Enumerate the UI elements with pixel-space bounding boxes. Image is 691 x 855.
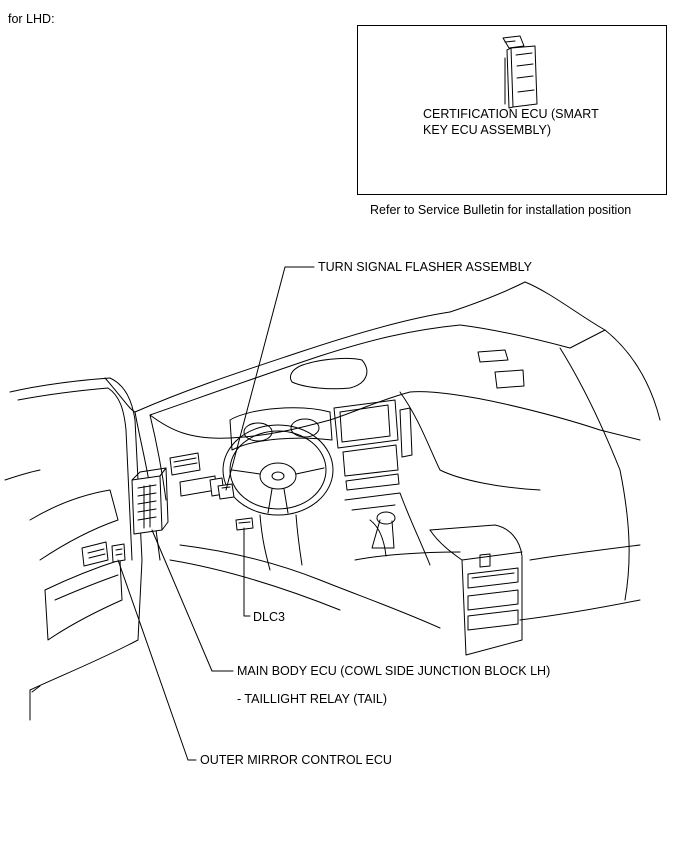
floor-lines	[169, 544, 641, 629]
page-heading: for LHD:	[8, 12, 55, 26]
certification-ecu-inset	[357, 25, 667, 195]
taillight-relay-label: - TAILLIGHT RELAY (TAIL)	[237, 692, 388, 706]
leader-lines	[117, 266, 315, 761]
turn-signal-flasher-label: TURN SIGNAL FLASHER ASSEMBLY	[318, 260, 532, 274]
center-console	[344, 492, 523, 656]
installation-note: Refer to Service Bulletin for installati…	[370, 203, 632, 217]
instrument-cluster	[229, 407, 333, 451]
certification-ecu-label-line1: CERTIFICATION ECU (SMART	[423, 107, 599, 121]
turn-signal-flasher-icon	[217, 483, 235, 500]
outer-mirror-leader	[117, 559, 197, 761]
outer-mirror-ecu-icon	[111, 543, 126, 563]
turn-signal-leader	[225, 266, 315, 491]
door-outline	[4, 377, 143, 721]
dlc3-leader	[243, 527, 251, 617]
certification-ecu-icon	[502, 35, 538, 109]
outer-mirror-ecu-label: OUTER MIRROR CONTROL ECU	[200, 753, 392, 767]
main-body-ecu-icon	[131, 467, 169, 535]
steering-wheel	[222, 424, 334, 571]
dlc3-label: DLC3	[253, 610, 285, 624]
center-display	[333, 399, 413, 491]
main-body-ecu-label: MAIN BODY ECU (COWL SIDE JUNCTION BLOCK …	[237, 664, 551, 678]
dashboard-outline	[134, 281, 661, 601]
dlc3-connector-icon	[235, 517, 254, 531]
main-body-ecu-leader	[151, 529, 234, 672]
left-vents	[169, 452, 225, 497]
certification-ecu-label-line2: KEY ECU ASSEMBLY)	[423, 123, 552, 137]
